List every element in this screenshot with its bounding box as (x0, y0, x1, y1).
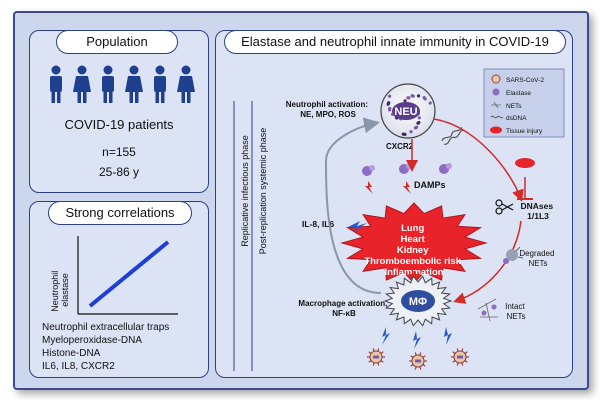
virus-icon (367, 348, 385, 366)
legend-dsdna: dsDNA (490, 115, 527, 122)
virus-icon (409, 352, 427, 370)
population-panel: Population COVID-19 patients n=155 25-86… (29, 30, 209, 193)
legend-elastase: Elastase (492, 88, 531, 97)
lightning-bolt-icon-5 (413, 331, 421, 349)
tissue-injury-icon (515, 158, 535, 168)
legend-nets: NETs (491, 101, 522, 110)
macrophage-cell-icon: MΦ (383, 275, 453, 327)
legend-tissue-injury: Tissue injury (490, 126, 543, 135)
correlation-item-histone-dna: Histone-DNA (42, 348, 101, 359)
mechanism-panel: Elastase and neutrophil innate immunity … (215, 30, 573, 378)
lightning-bolt-icon-4 (382, 327, 390, 345)
intact-nets-icon (477, 298, 498, 322)
correlations-panel: Strong correlations Neutrophil elastase … (29, 201, 209, 378)
lightning-bolt-icon-1 (365, 181, 373, 194)
dna-helix-icon (441, 127, 465, 145)
elastase-icon-1 (362, 165, 375, 176)
neutrophil-cell-icon: NEU (380, 83, 436, 139)
correlation-plot: Neutrophil elastase (50, 236, 178, 315)
phase-label-replicative: Replicative infectious phase (240, 135, 250, 247)
svg-text:Elastase: Elastase (506, 90, 531, 97)
dnases-label: DNAses 1/1L3 (521, 201, 556, 221)
population-n: n=155 (102, 145, 136, 159)
population-title: Population (56, 30, 178, 54)
patient-figures (50, 65, 195, 103)
neutrophil-activation-label: Neutrophil activation: NE, MPO, ROS (286, 100, 370, 119)
lightning-bolt-icon-6 (444, 327, 452, 345)
correlations-title: Strong correlations (48, 201, 192, 225)
red-arrow-to-macrophage (453, 220, 522, 304)
elastase-icon-2 (399, 163, 412, 174)
person-icon (73, 65, 91, 103)
virus-icon (451, 348, 469, 366)
svg-text:Tissue injury: Tissue injury (506, 128, 543, 135)
legend-sars-cov-2: SARS-CoV-2 (491, 74, 544, 84)
figure-frame: Population COVID-19 patients n=155 25-86… (13, 11, 589, 390)
damps-label: DAMPs (414, 180, 446, 190)
person-icon (125, 65, 143, 103)
svg-text:dsDNA: dsDNA (506, 115, 527, 122)
elastase-icon-3 (439, 163, 452, 174)
red-arrow-neu-to-dnases (433, 118, 524, 202)
correlation-y-label: Neutrophil elastase (50, 268, 70, 312)
phase-label-post-replication: Post-replication systemic phase (258, 128, 268, 255)
inhibition-icon (517, 177, 533, 200)
intact-nets-label: Intact NETs (505, 302, 527, 321)
mphi-label: MΦ (409, 296, 427, 308)
correlation-item-mpo-dna: Myeloperoxidase-DNA (42, 335, 143, 346)
neu-label: NEU (394, 106, 417, 118)
lightning-bolt-icon-2 (403, 181, 411, 194)
population-group: COVID-19 patients (64, 117, 174, 132)
gray-arrow-to-neutrophil (324, 117, 382, 294)
degraded-nets-icon (503, 246, 524, 264)
interleukin-label: IL-8, IL6 (302, 219, 334, 229)
person-icon (154, 65, 166, 103)
mechanism-title: Elastase and neutrophil innate immunity … (224, 30, 566, 54)
population-age: 25-86 y (98, 165, 140, 179)
macrophage-activation-label: Macrophage activation, NF-κB (298, 299, 389, 318)
mechanism-diagram: Replicative infectious phase Post-replic… (233, 68, 565, 371)
person-icon (102, 65, 114, 103)
person-icon (177, 65, 195, 103)
lightning-bolt-icon-3 (348, 221, 367, 232)
person-icon (50, 65, 62, 103)
correlation-item-interleukins: IL6, IL8, CXCR2 (42, 361, 115, 372)
degraded-nets-label: Degraded NETs (519, 249, 556, 268)
cxcr2-label: CXCR2 (386, 142, 414, 151)
correlation-line (88, 240, 170, 308)
correlation-item-nets: Neutrophil extracellular traps (42, 322, 170, 333)
svg-text:NETs: NETs (506, 103, 522, 110)
svg-text:SARS-CoV-2: SARS-CoV-2 (506, 77, 544, 84)
scissors-icon (495, 199, 514, 215)
